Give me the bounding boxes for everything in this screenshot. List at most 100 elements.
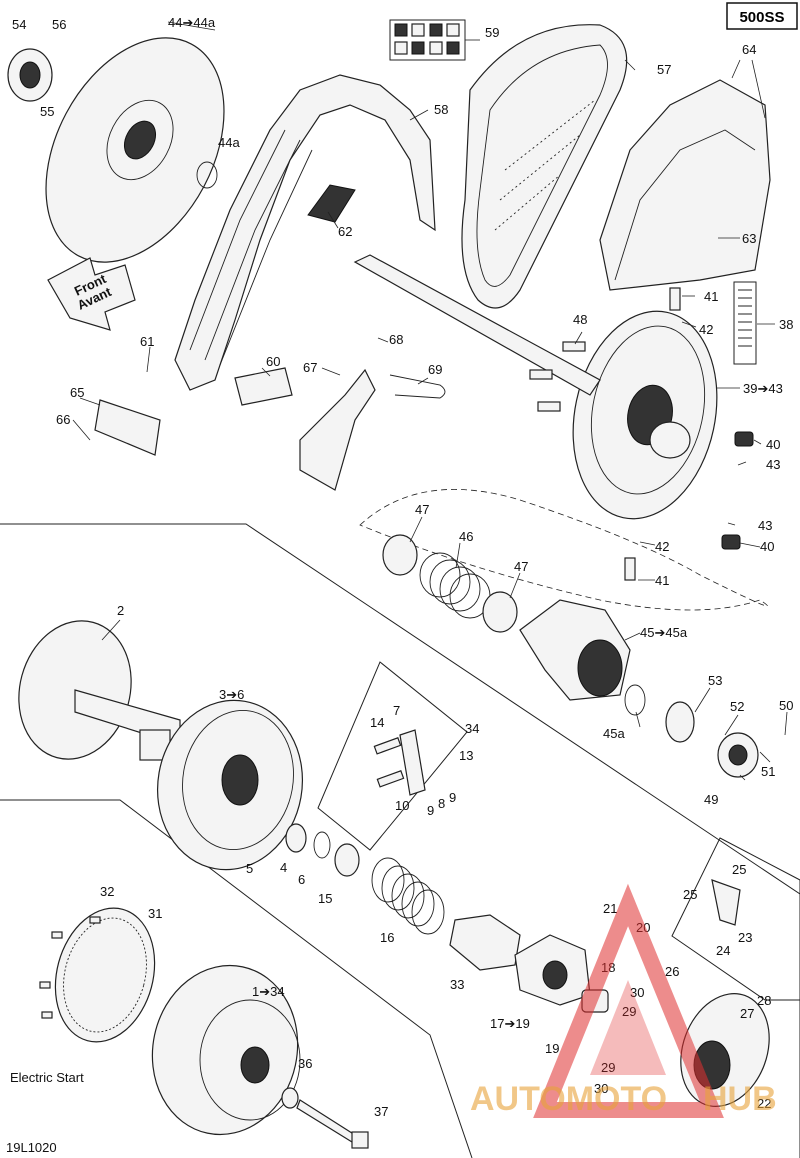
callout-63: 63 — [742, 231, 756, 246]
callout-7: 7 — [393, 703, 400, 718]
callout-67: 67 — [303, 360, 317, 375]
callout-14: 14 — [370, 715, 384, 730]
callout-55: 55 — [40, 104, 54, 119]
callout-48: 48 — [573, 312, 587, 327]
circlip-44a — [196, 161, 218, 189]
callout-4: 4 — [280, 860, 287, 875]
model-badge-box — [726, 2, 798, 30]
bolt-41 — [624, 287, 681, 581]
callout-60: 60 — [266, 354, 280, 369]
callout-31: 31 — [148, 906, 162, 921]
spring-16 — [371, 857, 445, 935]
guard-ribs — [189, 129, 313, 366]
callout-24: 24 — [716, 943, 730, 958]
callout-32: 32 — [100, 884, 114, 899]
bolt-37 — [296, 1099, 369, 1149]
arm-inset-frame — [671, 837, 800, 1001]
callout-28: 28 — [757, 993, 771, 1008]
figure-code: 19L1020 — [6, 1140, 57, 1155]
rubber-damper-40 — [721, 431, 754, 550]
callout-43-lower: 43 — [758, 518, 772, 533]
callout-45a: 45a — [603, 726, 625, 741]
lower-section-frame — [0, 523, 800, 1158]
drive-belt-57 — [461, 24, 628, 309]
callout-1: 1➔34 — [252, 984, 285, 999]
fixed-sheave-44 — [45, 37, 225, 263]
belt-guard-bracket-58 — [174, 74, 436, 391]
callout-37: 37 — [374, 1104, 388, 1119]
watermark-logo — [533, 883, 724, 1118]
callout-42-lower: 42 — [655, 539, 669, 554]
callout-33: 33 — [450, 977, 464, 992]
callout-27: 27 — [740, 1006, 754, 1021]
lever-7 — [399, 729, 426, 796]
callout-16: 16 — [380, 930, 394, 945]
callout-51: 51 — [761, 764, 775, 779]
callout-53: 53 — [708, 673, 722, 688]
callout-65: 65 — [70, 385, 84, 400]
callout-44: 44➔44a — [168, 15, 216, 30]
leader-lines — [72, 21, 788, 781]
watermark-text-right: HUB — [703, 1080, 777, 1118]
spring-group-dashed-outline — [359, 489, 768, 611]
bolts-32 — [39, 916, 101, 1019]
spring-46 — [419, 552, 491, 619]
callout-57: 57 — [657, 62, 671, 77]
washer-53 — [665, 701, 695, 743]
callout-50: 50 — [779, 698, 793, 713]
callout-19: 19 — [545, 1041, 559, 1056]
bracket-62 — [307, 184, 356, 223]
callout-23: 23 — [738, 930, 752, 945]
belt-guard-63 — [599, 79, 771, 291]
support-67 — [299, 368, 376, 491]
seal-15 — [334, 843, 360, 877]
callout-66: 66 — [56, 412, 70, 427]
callout-47-upper: 47 — [415, 502, 429, 517]
bearing-49 — [717, 732, 759, 778]
callout-45: 45➔45a — [640, 625, 688, 640]
washer-47-lower — [482, 591, 518, 633]
callout-15: 15 — [318, 891, 332, 906]
callout-30b: 30 — [594, 1081, 608, 1096]
warning-label-59 — [389, 19, 466, 61]
callout-54: 54 — [12, 17, 26, 32]
washer-47-upper — [382, 534, 418, 576]
arm-assembly-23 — [711, 879, 741, 926]
pin-10 — [376, 770, 405, 788]
callout-30a: 30 — [630, 985, 644, 1000]
callout-68-upper: 68 — [389, 332, 403, 347]
bearing-54 — [7, 48, 53, 102]
callout-38: 38 — [779, 317, 793, 332]
circlip-6 — [313, 831, 331, 859]
pin-14 — [373, 737, 402, 755]
decal-38 — [733, 281, 757, 365]
callout-69: 69 — [428, 362, 442, 377]
callout-36: 36 — [298, 1056, 312, 1071]
callout-42-upper: 42 — [699, 322, 713, 337]
ring-gear-31 — [54, 907, 156, 1043]
driven-pulley-39 — [572, 310, 718, 520]
callout-25b: 25 — [683, 887, 697, 902]
fixed-half-2 — [18, 620, 181, 761]
callout-2: 2 — [117, 603, 124, 618]
model-badge: 500SS — [739, 9, 784, 26]
callout-5: 5 — [246, 861, 253, 876]
starter-section-frame — [0, 799, 473, 1158]
callout-59: 59 — [485, 25, 499, 40]
callout-40-lower: 40 — [760, 539, 774, 554]
driven-shaft — [353, 254, 601, 396]
callout-56: 56 — [52, 17, 66, 32]
callout-39: 39➔43 — [743, 381, 783, 396]
bushing-4 — [285, 823, 307, 853]
callout-34: 34 — [465, 721, 479, 736]
drive-pulley-1 — [151, 964, 301, 1136]
callout-40-upper: 40 — [766, 437, 780, 452]
callout-9a: 9 — [427, 803, 434, 818]
callout-29b: 29 — [601, 1060, 615, 1075]
callout-6: 6 — [298, 872, 305, 887]
circlip-45a — [624, 684, 646, 716]
cam-45 — [519, 599, 631, 701]
callout-58: 58 — [434, 102, 448, 117]
spider-17 — [514, 934, 591, 1006]
